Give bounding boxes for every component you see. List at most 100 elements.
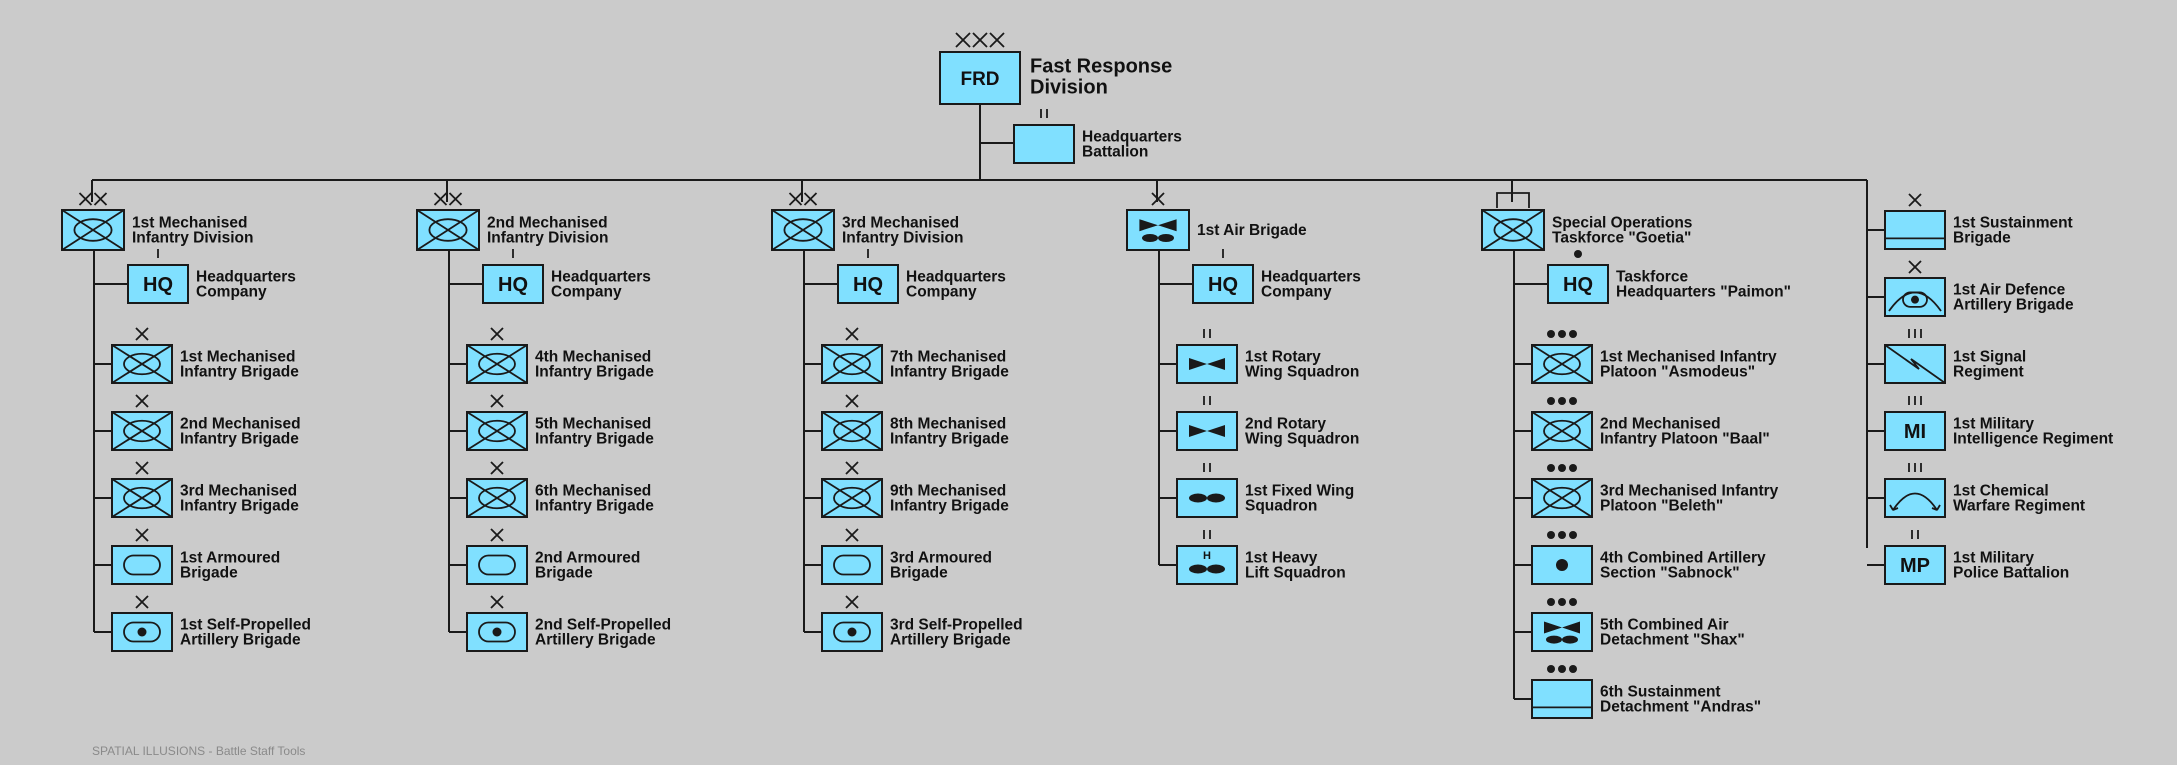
unit-label: Infantry Division [842, 230, 963, 247]
artillery-dot [1911, 295, 1919, 304]
unit-label: 1st Air Defence [1953, 282, 2066, 299]
echelon-dot [1547, 665, 1555, 673]
chemical-arrows [1889, 504, 1941, 511]
unit-label: Company [196, 284, 267, 301]
unit-frame [127, 264, 189, 304]
unit-frame [1192, 264, 1254, 304]
unit-code: FRD [960, 69, 999, 90]
echelon-x-mark [135, 461, 149, 475]
echelon-dot [1558, 397, 1566, 405]
unit-label: 1st Mechanised Infantry [1600, 349, 1777, 366]
unit-label: Infantry Brigade [535, 431, 654, 448]
echelon-dot [1547, 330, 1555, 338]
unit-label: 5th Combined Air [1600, 617, 1729, 634]
echelon-dot [1547, 531, 1555, 539]
unit-label: Company [906, 284, 977, 301]
armour-oval [123, 554, 161, 576]
unit-label: Headquarters "Paimon" [1616, 284, 1791, 301]
unit-label: Infantry Brigade [180, 431, 299, 448]
armour-oval [1493, 218, 1533, 242]
armour-oval [478, 352, 516, 376]
echelon-taskforce [1496, 192, 1530, 208]
armour-oval [478, 554, 516, 576]
unit-label: Wing Squadron [1245, 431, 1359, 448]
unit-label: Battalion [1082, 144, 1148, 161]
echelon-x-mark [1151, 192, 1165, 206]
unit-label: Brigade [180, 565, 238, 582]
echelon-x-mark [490, 461, 504, 475]
infantry-cross [821, 478, 883, 518]
armour-oval [428, 218, 468, 242]
unit-label: Infantry Brigade [180, 364, 299, 381]
fixed-wing-icon [1562, 635, 1578, 644]
infantry-cross [466, 344, 528, 384]
unit-label: Artillery Brigade [180, 632, 301, 649]
echelon-x-mark [135, 595, 149, 609]
unit-label: Company [1261, 284, 1332, 301]
unit-label: Detachment "Shax" [1600, 632, 1745, 649]
armour-oval [123, 352, 161, 376]
echelon-x-mark [135, 327, 149, 341]
unit-label: Headquarters [196, 269, 296, 286]
armour-oval [123, 621, 161, 643]
armour-oval [478, 419, 516, 443]
echelon-dot [1569, 464, 1577, 472]
unit-label: Artillery Brigade [890, 632, 1011, 649]
fixed-wing-icon [1189, 564, 1207, 574]
echelon-x-mark [490, 595, 504, 609]
fixed-wing-icon [1158, 234, 1174, 242]
unit-frame [1531, 679, 1593, 719]
rotary-wing-icon [1189, 358, 1225, 370]
unit-label: 8th Mechanised [890, 416, 1006, 433]
echelon-x-mark [972, 32, 988, 48]
unit-label: Squadron [1245, 498, 1317, 515]
artillery-dot [1556, 559, 1568, 571]
unit-label: Infantry Brigade [535, 498, 654, 515]
armour-oval [73, 218, 113, 242]
unit-label: 1st Chemical [1953, 483, 2049, 500]
unit-label: 1st Signal [1953, 349, 2026, 366]
unit-label: 1st Rotary [1245, 349, 1321, 366]
unit-label: Headquarters [906, 269, 1006, 286]
echelon-dot [1569, 397, 1577, 405]
unit-label: 1st Armoured [180, 550, 280, 567]
armour-oval [1543, 419, 1581, 443]
unit-label: 1st Air Brigade [1197, 222, 1307, 239]
unit-label: 1st Military [1953, 416, 2034, 433]
rotary-wing-icon [1189, 425, 1225, 437]
infantry-cross [1531, 411, 1593, 451]
unit-label: Headquarters [551, 269, 651, 286]
echelon-x-mark [989, 32, 1005, 48]
infantry-cross [821, 344, 883, 384]
armour-oval [833, 352, 871, 376]
unit-label: 3rd Armoured [890, 550, 992, 567]
unit-label: Fast Response [1030, 56, 1172, 78]
unit-label: Taskforce [1616, 269, 1688, 286]
armour-oval [478, 621, 516, 643]
echelon-x-mark [490, 394, 504, 408]
footer-credit: SPATIAL ILLUSIONS - Battle Staff Tools [92, 744, 306, 758]
heavy-lift-letter: H [1203, 550, 1211, 562]
armour-oval [1902, 291, 1928, 308]
unit-label: Intelligence Regiment [1953, 431, 2113, 448]
infantry-cross [111, 344, 173, 384]
unit-frame [111, 545, 173, 585]
unit-label: Wing Squadron [1245, 364, 1359, 381]
unit-label: 2nd Mechanised [180, 416, 301, 433]
fixed-wing-icon [1207, 564, 1225, 574]
unit-label: Platoon "Beleth" [1600, 498, 1723, 515]
